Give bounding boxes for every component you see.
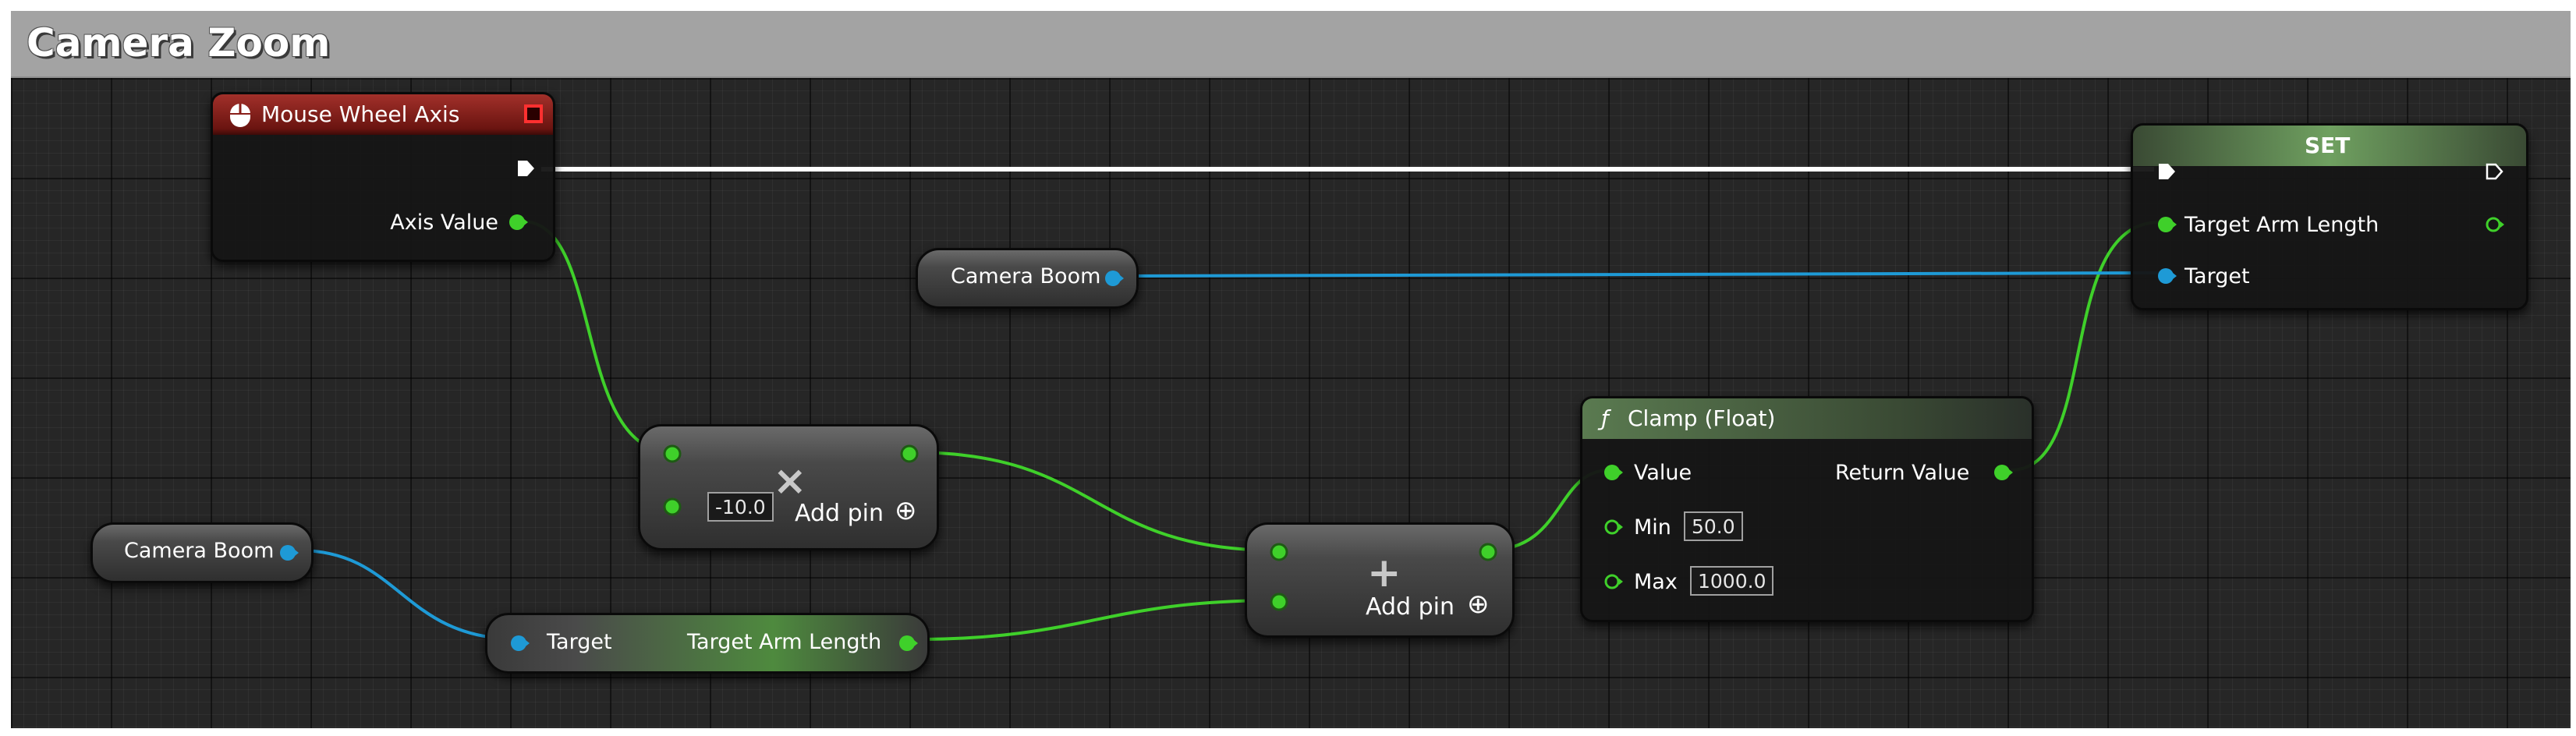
add-pin-icon[interactable]: ⊕: [1467, 589, 1490, 620]
add-pin-button[interactable]: Add pin: [1366, 593, 1455, 621]
add-float-node[interactable]: + Add pin ⊕: [1245, 522, 1515, 638]
stop-icon[interactable]: [523, 104, 544, 124]
multiply-value-input[interactable]: -10.0: [707, 492, 774, 522]
float-out-pin[interactable]: [1478, 542, 1498, 562]
float-in-pin-b[interactable]: [662, 497, 682, 517]
clamp-float-node[interactable]: ƒ Clamp (Float) Value Return Value Min 5…: [1580, 396, 2034, 622]
float-out-pin[interactable]: [899, 444, 919, 464]
float-out-pin[interactable]: [898, 633, 918, 653]
max-value-input[interactable]: 1000.0: [1690, 566, 1774, 596]
object-out-pin[interactable]: [1104, 268, 1124, 288]
float-in-pin[interactable]: [2156, 214, 2177, 235]
float-wire-getter-to-add[interactable]: [912, 599, 1279, 641]
float-in-pin-a[interactable]: [1269, 542, 1289, 562]
target-arm-length-label: Target Arm Length: [2184, 213, 2379, 237]
object-out-pin[interactable]: [278, 543, 299, 563]
graph-header: Camera Zoom: [11, 11, 2571, 78]
float-out-pin[interactable]: [508, 212, 528, 232]
axis-value-label: Axis Value: [390, 211, 498, 235]
float-wire-clamp-to-set[interactable]: [2010, 221, 2160, 472]
float-out-pin[interactable]: [2484, 214, 2504, 235]
min-label: Min: [1634, 515, 1671, 540]
set-variable-node[interactable]: SET Target Arm Length Target: [2131, 123, 2528, 310]
camera-boom-variable-node[interactable]: Camera Boom: [90, 522, 314, 583]
function-node-header: [1582, 398, 2032, 439]
add-pin-button[interactable]: Add pin: [795, 500, 884, 527]
target-label: Target: [547, 630, 612, 654]
float-in-pin-a[interactable]: [662, 444, 682, 464]
min-value-input[interactable]: 50.0: [1684, 511, 1743, 541]
target-arm-length-getter-node[interactable]: Target Target Arm Length: [485, 613, 930, 674]
add-icon: +: [1367, 550, 1401, 596]
node-title: Clamp (Float): [1628, 405, 1776, 431]
object-wire-boom-to-getter[interactable]: [298, 549, 520, 641]
float-in-pin[interactable]: [1603, 462, 1623, 483]
camera-boom-variable-node[interactable]: Camera Boom: [916, 248, 1139, 309]
graph-title: Camera Zoom: [27, 20, 331, 65]
event-node-header: [213, 94, 553, 135]
return-value-label: Return Value: [1835, 461, 1970, 485]
target-arm-length-label: Target Arm Length: [687, 630, 882, 654]
variable-label: Camera Boom: [951, 264, 1101, 288]
max-label: Max: [1634, 570, 1678, 594]
exec-in-pin[interactable]: [2156, 161, 2177, 182]
exec-out-pin[interactable]: [516, 158, 536, 179]
object-wire-boom-to-set[interactable]: [1123, 271, 2160, 278]
float-in-pin-min[interactable]: [1603, 517, 1623, 537]
set-node-header: [2133, 126, 2526, 166]
value-label: Value: [1634, 461, 1692, 485]
exec-out-pin[interactable]: [2484, 161, 2504, 182]
blueprint-graph-panel: Camera Zoom Mouse Wheel Axis: [11, 11, 2571, 728]
float-in-pin-b[interactable]: [1269, 592, 1289, 612]
object-in-pin[interactable]: [509, 633, 530, 653]
multiply-float-node[interactable]: -10.0 × Add pin ⊕: [638, 424, 939, 550]
float-in-pin-max[interactable]: [1603, 571, 1623, 592]
float-wire-multiply-to-add[interactable]: [909, 451, 1279, 552]
variable-label: Camera Boom: [124, 539, 275, 563]
node-title: SET: [2305, 133, 2351, 158]
float-out-pin[interactable]: [1993, 462, 2013, 483]
multiply-icon: ×: [773, 458, 807, 504]
mouse-icon: [230, 104, 250, 127]
node-title: Mouse Wheel Axis: [261, 101, 460, 127]
target-label: Target: [2184, 264, 2250, 288]
object-in-pin[interactable]: [2156, 266, 2177, 286]
function-icon: ƒ: [1601, 405, 1609, 431]
add-pin-icon[interactable]: ⊕: [895, 495, 917, 526]
mouse-wheel-axis-node[interactable]: Mouse Wheel Axis Axis Value: [211, 92, 555, 262]
